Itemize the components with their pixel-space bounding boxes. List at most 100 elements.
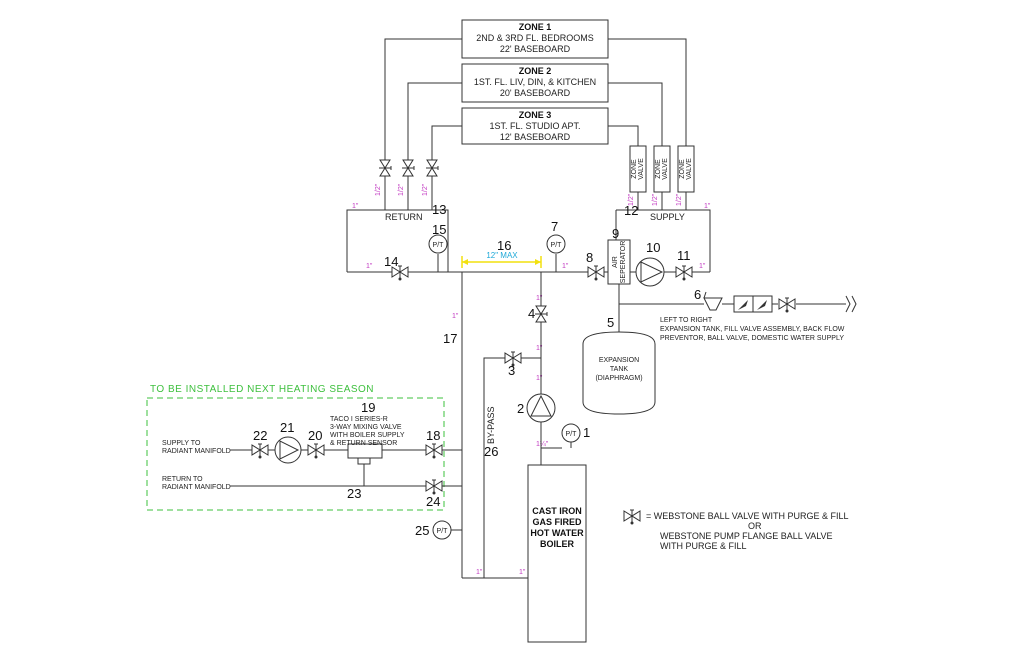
label-6: 6 — [694, 287, 701, 302]
svg-text:RADIANT MANIFOLD: RADIANT MANIFOLD — [162, 448, 231, 455]
zone-3-title: ZONE 3 — [519, 110, 552, 120]
zone-1-title: ZONE 1 — [519, 22, 552, 32]
legend-right-to-left: LEFT TO RIGHT EXPANSION TANK, FILL VALVE… — [660, 317, 845, 342]
label-22: 22 — [253, 428, 267, 443]
valve-22 — [251, 443, 269, 459]
label-5: 5 — [607, 315, 614, 330]
svg-text:VALVE: VALVE — [638, 158, 645, 180]
svg-text:P/T: P/T — [437, 528, 449, 535]
pt-gauge-7: P/T — [546, 234, 566, 254]
key-legend: = WEBSTONE BALL VALVE WITH PURGE & FILL … — [646, 511, 848, 551]
label-12: 12 — [624, 203, 638, 218]
label-20: 20 — [308, 428, 322, 443]
svg-text:1": 1" — [536, 345, 543, 352]
svg-text:AIR: AIR — [612, 256, 619, 268]
bypass-label: BY-PASS — [486, 406, 496, 444]
svg-text:RADIANT MANIFOLD: RADIANT MANIFOLD — [162, 484, 231, 491]
zone-valve-2: ZONE VALVE — [653, 145, 671, 193]
svg-text:1": 1" — [562, 263, 569, 270]
circulator-pump-21 — [274, 436, 302, 464]
one-inch-labels: 1" 1" 1" 1" 1" 1" 1" 1" 1" 1" 1" 1¼" — [352, 203, 711, 576]
zone-2-line2: 20' BASEBOARD — [500, 88, 571, 98]
backflow-preventer — [733, 295, 773, 313]
domestic-ball-valve — [778, 297, 796, 313]
zone-3-line2: 12' BASEBOARD — [500, 132, 571, 142]
zone-1-return-valve — [378, 159, 392, 177]
svg-text:3-WAY MIXING VALVE: 3-WAY MIXING VALVE — [330, 424, 402, 431]
future-install-note: TO BE INSTALLED NEXT HEATING SEASON — [150, 384, 374, 395]
pt-gauge-1: P/T — [561, 423, 581, 443]
label-14: 14 — [384, 254, 398, 269]
svg-text:SUPPLY TO: SUPPLY TO — [162, 440, 201, 447]
svg-text:1/2": 1/2" — [676, 193, 683, 206]
valve-18 — [425, 443, 443, 459]
svg-text:1": 1" — [536, 375, 543, 382]
valve-8 — [587, 265, 605, 281]
taco-note: TACO I SERIES-R 3-WAY MIXING VALVE WITH … — [330, 416, 405, 447]
zone-valve-3: ZONE VALVE — [629, 145, 647, 193]
air-separator: AIR SEPERATOR — [607, 239, 631, 285]
valve-11 — [675, 265, 693, 281]
boiler: CAST IRON GAS FIRED HOT WATER BOILER — [527, 464, 587, 643]
supply-header-label: SUPPLY — [650, 212, 685, 222]
svg-text:1/2": 1/2" — [628, 193, 635, 206]
zone-2-line1: 1ST. FL. LIV, DIN, & KITCHEN — [474, 77, 596, 87]
zone-3-box: ZONE 3 1ST. FL. STUDIO APT. 12' BASEBOAR… — [461, 107, 609, 145]
return-header — [346, 209, 449, 272]
svg-text:P/T: P/T — [433, 242, 445, 249]
svg-text:1/2": 1/2" — [652, 193, 659, 206]
boiler-riser-piping — [461, 272, 562, 579]
label-1: 1 — [583, 425, 590, 440]
label-13: 13 — [432, 202, 446, 217]
svg-text:BOILER: BOILER — [540, 539, 575, 549]
svg-text:ZONE: ZONE — [679, 159, 686, 179]
zone-valve-1: ZONE VALVE — [677, 145, 695, 193]
circulator-pump-10 — [635, 257, 665, 287]
svg-text:1/2": 1/2" — [398, 183, 405, 196]
zone-supply-piping — [608, 38, 687, 210]
svg-text:1": 1" — [536, 295, 543, 302]
label-24: 24 — [426, 494, 440, 509]
label-19: 19 — [361, 400, 375, 415]
svg-text:CAST IRON: CAST IRON — [532, 506, 582, 516]
valve-20 — [307, 443, 325, 459]
valve-4 — [534, 305, 548, 323]
label-3: 3 — [508, 363, 515, 378]
pt-gauge-25: P/T — [432, 520, 452, 540]
svg-text:P/T: P/T — [566, 431, 578, 438]
svg-text:ZONE: ZONE — [631, 159, 638, 179]
label-23: 23 — [347, 486, 361, 501]
pt-gauge-15: P/T — [428, 234, 448, 254]
svg-text:WITH BOILER SUPPLY: WITH BOILER SUPPLY — [330, 432, 405, 439]
label-2: 2 — [517, 401, 524, 416]
valve-24 — [425, 479, 443, 495]
half-inch-labels: 1/2" 1/2" 1/2" 1/2" 1/2" 1/2" — [375, 183, 683, 206]
key-valve-symbol — [623, 509, 641, 525]
svg-text:1": 1" — [519, 569, 526, 576]
return-radiant-label: RETURN TO RADIANT MANIFOLD — [162, 476, 231, 491]
svg-text:1/2": 1/2" — [375, 183, 382, 196]
future-install-boundary — [146, 397, 445, 511]
svg-text:ZONE: ZONE — [655, 159, 662, 179]
zone-return-piping — [384, 38, 462, 210]
svg-text:EXPANSION TANK, FILL VALVE ASS: EXPANSION TANK, FILL VALVE ASSEMBLY, BAC… — [660, 326, 845, 333]
label-7: 7 — [551, 219, 558, 234]
zone-2-title: ZONE 2 — [519, 66, 552, 76]
label-16: 16 — [497, 238, 511, 253]
svg-text:1¼": 1¼" — [536, 441, 549, 448]
zone-3-return-valve — [425, 159, 439, 177]
zone-1-line1: 2ND & 3RD FL. BEDROOMS — [476, 33, 594, 43]
svg-text:VALVE: VALVE — [662, 158, 669, 180]
svg-text:VALVE: VALVE — [686, 158, 693, 180]
zone-3-line1: 1ST. FL. STUDIO APT. — [489, 121, 580, 131]
label-10: 10 — [646, 240, 660, 255]
svg-text:= WEBSTONE BALL VALVE WITH PUR: = WEBSTONE BALL VALVE WITH PURGE & FILL — [646, 511, 848, 521]
mixing-valve-19 — [347, 443, 383, 465]
svg-text:WITH PURGE & FILL: WITH PURGE & FILL — [660, 541, 747, 551]
fill-line-piping — [618, 284, 857, 332]
dimension-16-note: 12" MAX — [486, 251, 518, 260]
label-8: 8 — [586, 250, 593, 265]
radiant-piping — [230, 449, 462, 487]
label-25: 25 — [415, 523, 429, 538]
